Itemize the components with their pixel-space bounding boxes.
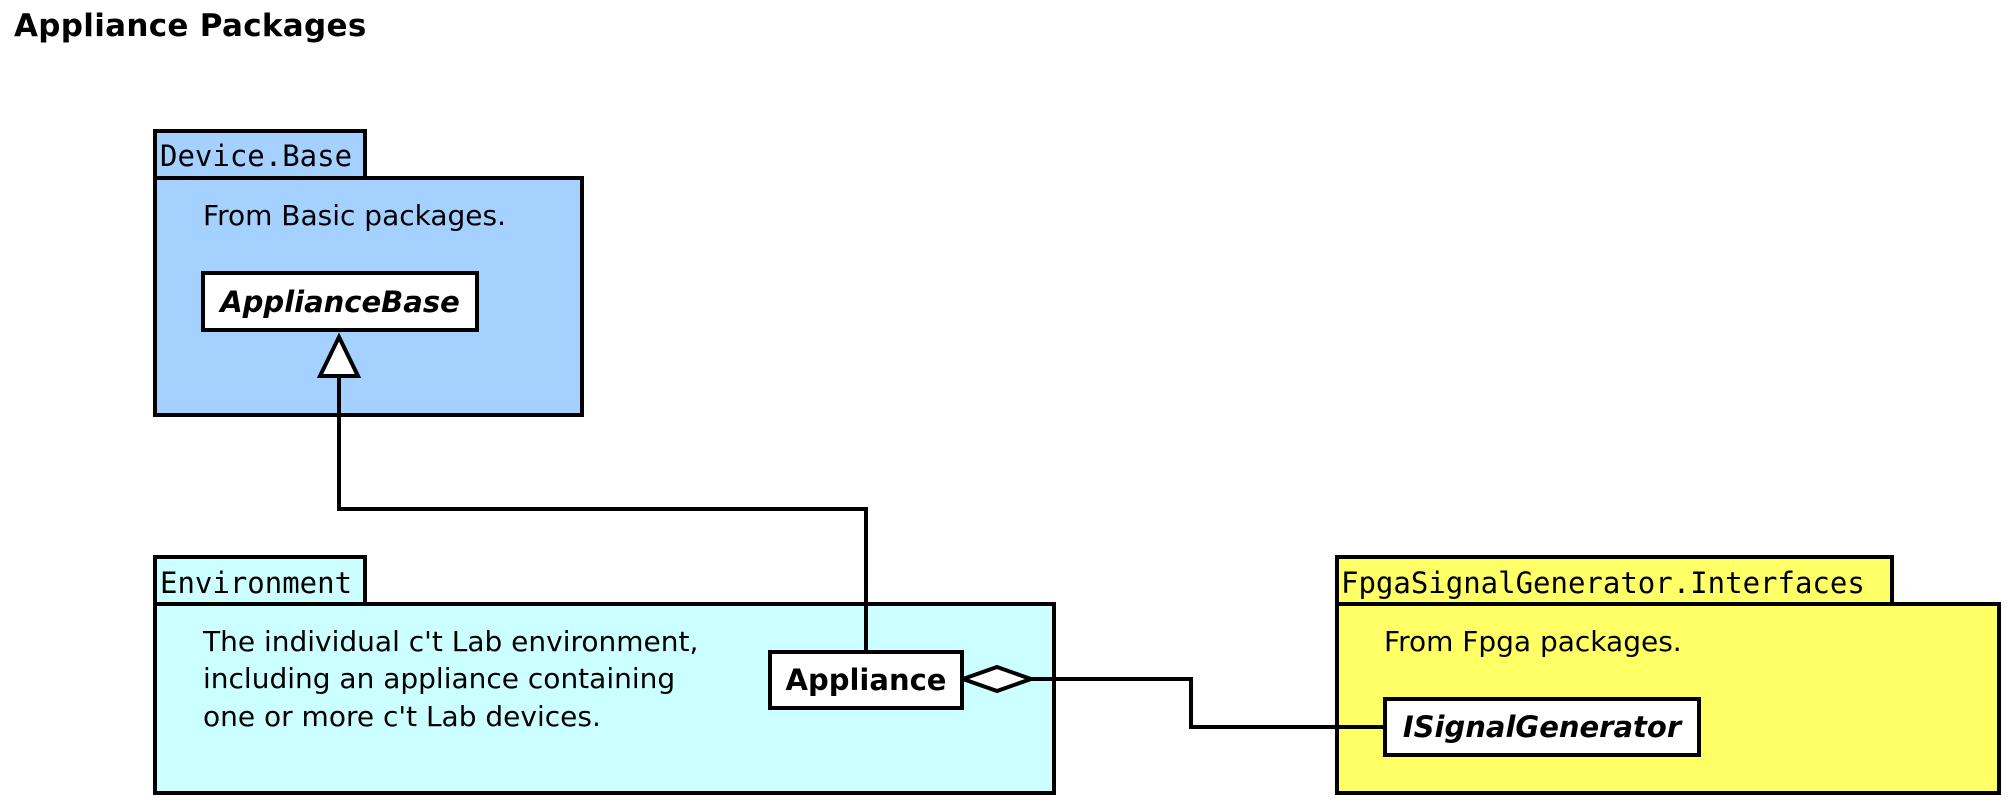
package-fpga-interfaces[interactable]: FpgaSignalGenerator.Interfaces From Fpga… — [1335, 555, 2001, 795]
package-fpga-interfaces-tab — [1335, 555, 1894, 606]
package-environment-note-line-2: including an appliance containing — [203, 662, 675, 695]
package-environment-note-line-3: one or more c't Lab devices. — [203, 700, 601, 733]
class-appliance-base-name: ApplianceBase — [218, 285, 460, 319]
package-environment-note-line-1: The individual c't Lab environment, — [202, 625, 698, 658]
package-device-base-note: From Basic packages. — [203, 199, 506, 232]
package-fpga-interfaces-note: From Fpga packages. — [1384, 625, 1682, 658]
aggregation-line — [1031, 677, 1385, 729]
class-isignal-generator[interactable]: ISignalGenerator — [1383, 697, 1701, 757]
package-environment-name: Environment — [160, 566, 352, 600]
class-isignal-generator-box — [1383, 697, 1701, 757]
package-device-base-tab — [153, 129, 367, 180]
class-appliance-name: Appliance — [786, 663, 947, 697]
class-appliance-base-box — [201, 271, 479, 332]
page-title: Appliance Packages — [14, 8, 367, 44]
class-isignal-generator-name: ISignalGenerator — [1403, 710, 1683, 744]
generalization-arrowhead-icon — [316, 332, 362, 378]
class-appliance-base[interactable]: ApplianceBase — [201, 271, 479, 332]
package-device-base-name: Device.Base — [160, 139, 352, 173]
aggregation-diamond-icon — [956, 664, 1038, 694]
package-fpga-interfaces-name: FpgaSignalGenerator.Interfaces — [1341, 566, 1865, 600]
class-appliance[interactable]: Appliance — [768, 650, 964, 710]
class-appliance-box — [768, 650, 964, 710]
generalization-line — [337, 376, 868, 652]
